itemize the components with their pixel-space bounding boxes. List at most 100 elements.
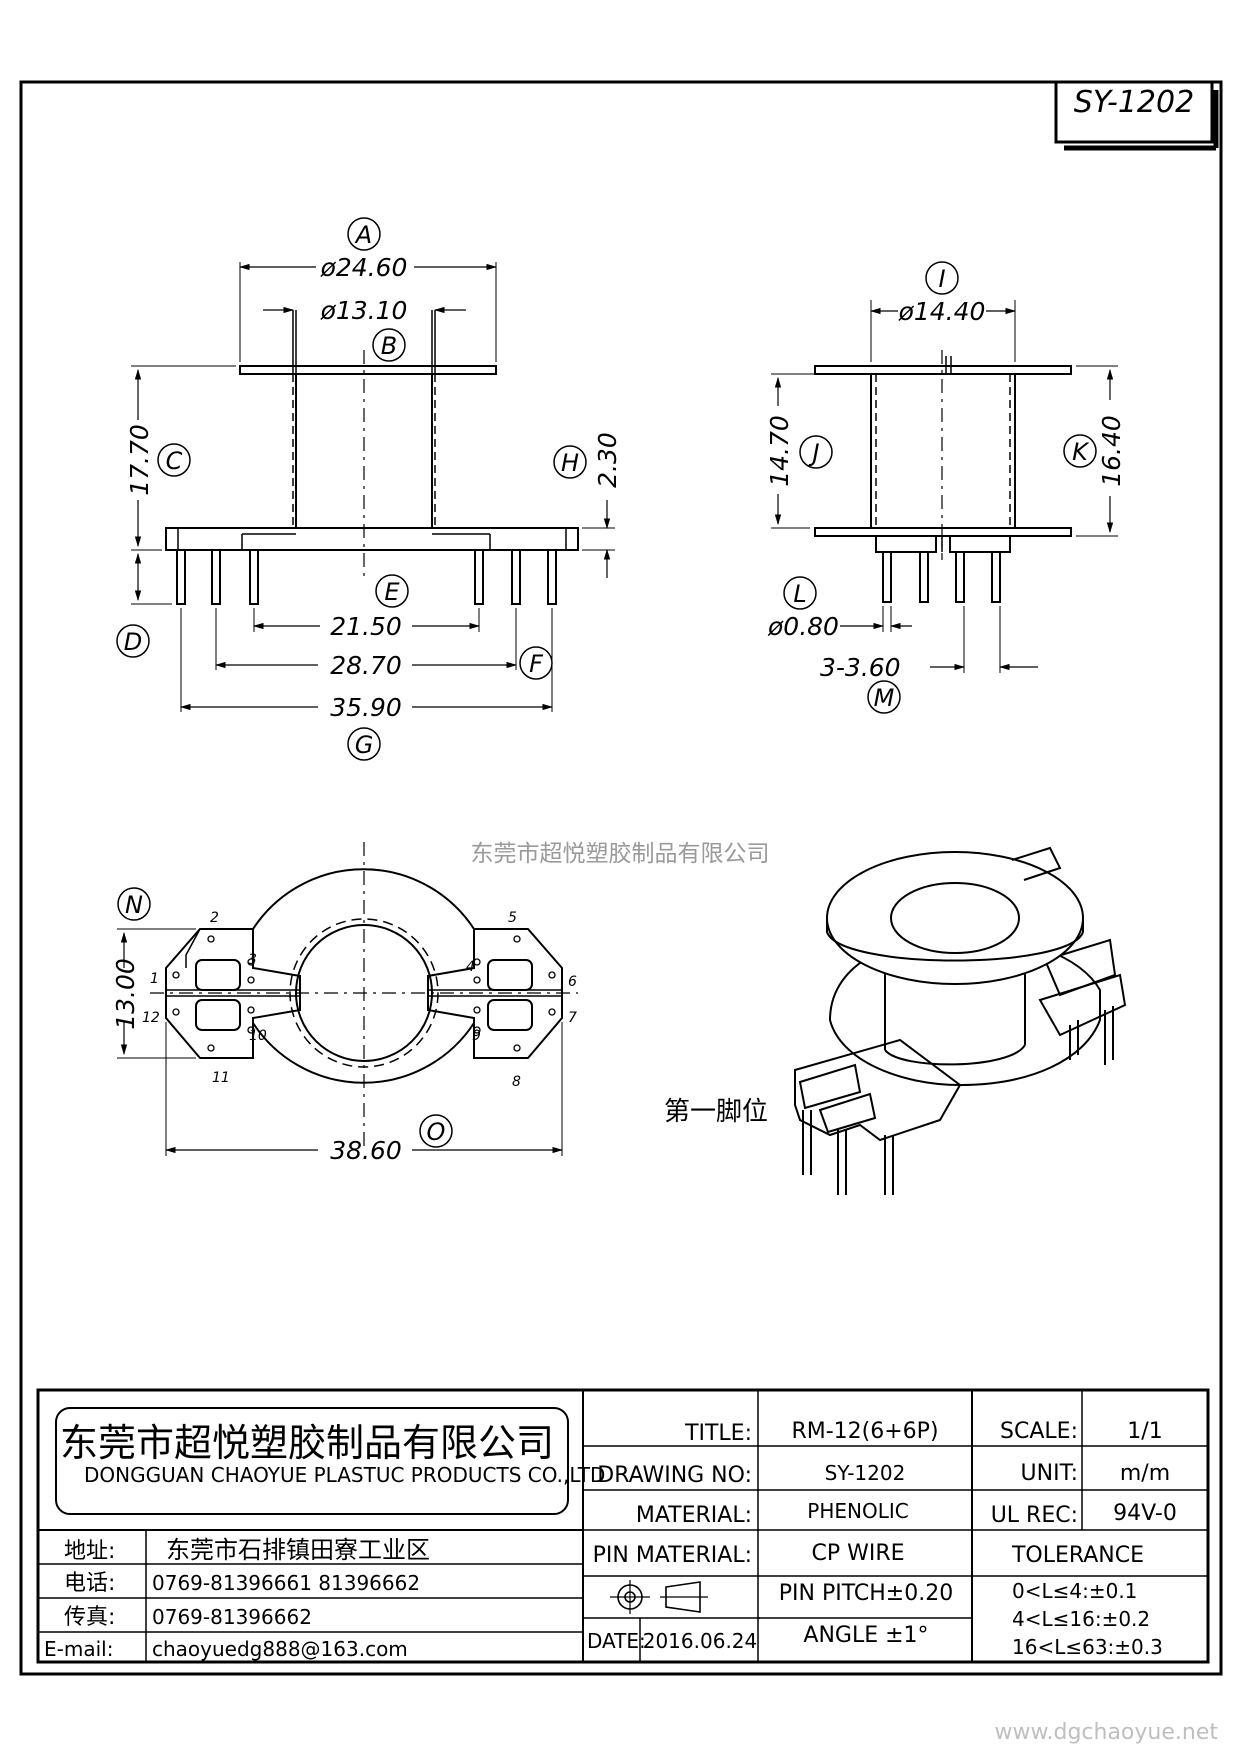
pin-number: 6 bbox=[568, 974, 577, 990]
callout-c bbox=[157, 443, 191, 477]
first-pin-label: 第一脚位 bbox=[664, 1097, 768, 1127]
pin-number: 7 bbox=[568, 1010, 577, 1026]
callout-j bbox=[799, 435, 833, 469]
bottom-view-callout-letters: N O bbox=[125, 891, 445, 1146]
title-block-text: 东莞市超悦塑胶制品有限公司 DONGGUAN CHAOYUE PLASTUC P… bbox=[44, 1419, 1177, 1661]
callout-k bbox=[1063, 434, 1097, 468]
callout-m-letter: M bbox=[874, 684, 895, 712]
tolerance-label: TOLERANCE bbox=[1011, 1543, 1144, 1568]
pin-number: 10 bbox=[249, 1028, 267, 1044]
callout-o bbox=[419, 1114, 453, 1148]
callout-j-letter: J bbox=[808, 439, 819, 467]
dim-k-value: 16.40 bbox=[1097, 415, 1126, 487]
front-view bbox=[131, 262, 615, 712]
callout-n bbox=[117, 887, 151, 921]
dim-c-value: 17.70 bbox=[125, 424, 154, 496]
dim-n-value: 13.00 bbox=[111, 958, 140, 1030]
side-view-dimensions: ø14.40 14.70 16.40 ø0.80 3-3.60 bbox=[765, 297, 1126, 682]
callout-i-letter: I bbox=[938, 265, 945, 293]
company-name-en: DONGGUAN CHAOYUE PLASTUC PRODUCTS CO.,LT… bbox=[84, 1463, 605, 1487]
pin-number: 4 bbox=[466, 959, 475, 975]
dim-l-value: ø0.80 bbox=[767, 612, 839, 641]
side-view-callouts bbox=[783, 261, 1097, 714]
pin-material-label: PIN MATERIAL: bbox=[593, 1543, 752, 1568]
callout-e-letter: E bbox=[384, 578, 400, 606]
title-block bbox=[36, 1388, 1210, 1664]
dim-f-value: 28.70 bbox=[330, 651, 402, 680]
side-view-callout-letters: I J K L M bbox=[793, 265, 1090, 712]
sheet-border bbox=[19, 80, 1223, 1676]
dim-i-value: ø14.40 bbox=[898, 297, 986, 326]
front-view-dimensions: ø24.60 ø13.10 17.70 2.30 21.50 28.70 35.… bbox=[125, 253, 622, 722]
material-label: MATERIAL: bbox=[636, 1503, 752, 1528]
drawing-id-box: SY-1202 bbox=[1054, 80, 1219, 151]
scale-value: 1/1 bbox=[1127, 1419, 1162, 1444]
tolerance-row: 4<L≤16:±0.2 bbox=[1012, 1607, 1150, 1631]
dim-e-value: 21.50 bbox=[330, 612, 402, 641]
phone-value: 0769-81396661 81396662 bbox=[152, 1571, 420, 1595]
address-value: 东莞市石排镇田寮工业区 bbox=[166, 1536, 430, 1564]
pin-number: 9 bbox=[472, 1028, 481, 1044]
callout-e bbox=[375, 574, 409, 608]
ul-value: 94V-0 bbox=[1113, 1501, 1177, 1526]
dim-b-value: ø13.10 bbox=[320, 296, 408, 325]
dim-j-value: 14.70 bbox=[765, 415, 794, 487]
unit-label: UNIT: bbox=[1021, 1461, 1078, 1486]
callout-i bbox=[925, 261, 959, 295]
bottom-view-pin-numbers: 1 2 3 4 5 6 7 8 9 10 11 12 bbox=[142, 910, 577, 1090]
front-view-callouts bbox=[116, 217, 587, 761]
callout-d bbox=[116, 624, 150, 658]
side-view bbox=[771, 300, 1118, 673]
unit-value: m/m bbox=[1120, 1461, 1170, 1486]
drawing-no-value: SY-1202 bbox=[825, 1461, 906, 1485]
callout-f-letter: F bbox=[529, 650, 544, 678]
callout-g-letter: G bbox=[355, 731, 374, 759]
phone-label: 电话: bbox=[64, 1571, 115, 1596]
pin-number: 1 bbox=[150, 971, 159, 987]
watermark: 东莞市超悦塑胶制品有限公司 bbox=[471, 841, 770, 867]
callout-d-letter: D bbox=[124, 628, 142, 656]
pin-number: 12 bbox=[142, 1010, 160, 1026]
date-label: DATE: bbox=[587, 1629, 646, 1653]
callout-m bbox=[867, 680, 901, 714]
footer-url: www.dgchaoyue.net bbox=[995, 1720, 1219, 1745]
fax-value: 0769-81396662 bbox=[152, 1605, 312, 1629]
pin-number: 11 bbox=[212, 1070, 230, 1086]
pin-pitch: PIN PITCH±0.20 bbox=[779, 1581, 953, 1606]
date-value: 2016.06.24 bbox=[643, 1629, 758, 1653]
email-value: chaoyuedg888@163.com bbox=[152, 1637, 408, 1661]
material-value: PHENOLIC bbox=[807, 1499, 908, 1523]
email-label: E-mail: bbox=[44, 1637, 113, 1661]
callout-o-letter: O bbox=[427, 1118, 446, 1146]
title-label: TITLE: bbox=[684, 1421, 752, 1446]
callout-n-letter: N bbox=[125, 891, 143, 919]
bottom-view bbox=[117, 842, 578, 1156]
pin-number: 2 bbox=[210, 910, 219, 926]
callout-a bbox=[347, 217, 381, 251]
callout-c-letter: C bbox=[166, 447, 183, 475]
title-value: RM-12(6+6P) bbox=[791, 1419, 938, 1444]
callout-k-letter: K bbox=[1072, 438, 1090, 466]
tolerance-row: 16<L≤63:±0.3 bbox=[1012, 1635, 1163, 1659]
drawing-no-label: DRAWING NO: bbox=[597, 1463, 752, 1488]
drawing-id: SY-1202 bbox=[1074, 85, 1194, 120]
dim-a-value: ø24.60 bbox=[320, 253, 408, 282]
pin-number: 5 bbox=[508, 910, 517, 926]
isometric-view bbox=[794, 846, 1127, 1195]
bottom-view-callouts bbox=[117, 887, 453, 1148]
dim-m-value: 3-3.60 bbox=[820, 653, 901, 682]
tolerance-row: 0<L≤4:±0.1 bbox=[1012, 1579, 1137, 1603]
callout-a-letter: A bbox=[354, 221, 372, 249]
callout-h bbox=[553, 445, 587, 479]
pin-number: 8 bbox=[512, 1074, 521, 1090]
dim-h-value: 2.30 bbox=[593, 432, 622, 488]
fax-label: 传真: bbox=[64, 1605, 115, 1630]
pin-material-value: CP WIRE bbox=[811, 1541, 904, 1566]
company-name-cn: 东莞市超悦塑胶制品有限公司 bbox=[60, 1421, 554, 1465]
callout-f bbox=[519, 646, 553, 680]
dim-o-value: 38.60 bbox=[330, 1136, 402, 1165]
scale-label: SCALE: bbox=[1000, 1419, 1078, 1444]
ul-label: UL REC: bbox=[991, 1503, 1078, 1528]
callout-b bbox=[372, 328, 406, 362]
dim-g-value: 35.90 bbox=[330, 693, 402, 722]
